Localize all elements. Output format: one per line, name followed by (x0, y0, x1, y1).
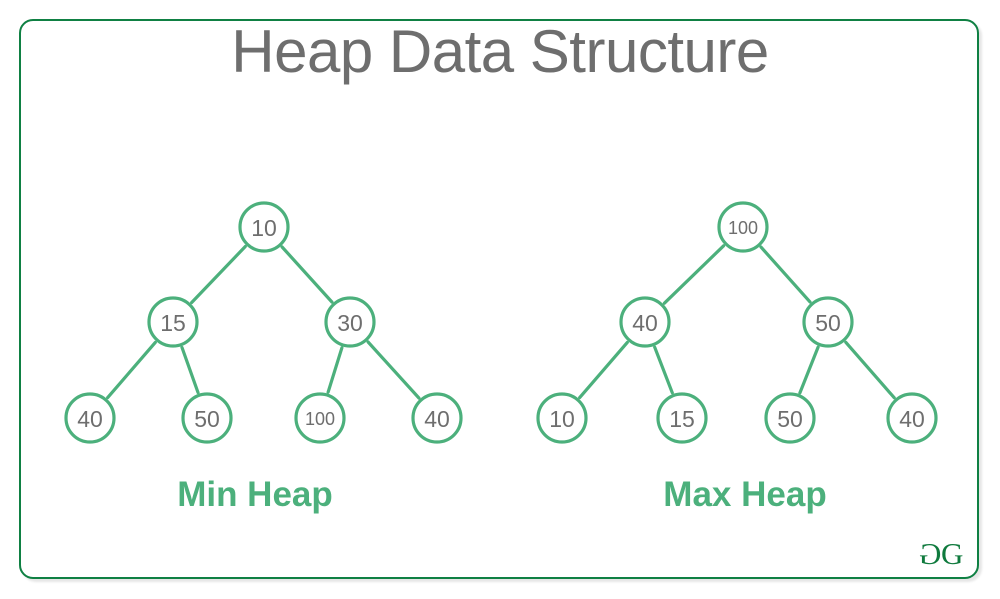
node-circle (294, 392, 346, 444)
node-label: 50 (815, 310, 841, 336)
node-label: 100 (728, 218, 758, 238)
node-label: 50 (194, 406, 220, 432)
node-circle (181, 392, 233, 444)
tree-node[interactable]: 10 (238, 201, 290, 253)
tree-node[interactable]: 50 (802, 296, 854, 348)
node-label: 15 (160, 310, 186, 336)
geeksforgeeks-logo: GG (905, 534, 977, 574)
tree-node[interactable]: 40 (411, 392, 463, 444)
node-circle (238, 201, 290, 253)
tree-edge (190, 244, 247, 305)
tree-edge (106, 340, 157, 400)
node-circle (619, 296, 671, 348)
node-circle (802, 296, 854, 348)
tree-edge (653, 345, 674, 395)
tree-node[interactable]: 15 (656, 392, 708, 444)
tree-edge (366, 340, 421, 400)
node-circle (147, 296, 199, 348)
node-circle (764, 392, 816, 444)
tree-node[interactable]: 100 (717, 201, 769, 253)
node-circle (536, 392, 588, 444)
tree-edge (180, 345, 200, 395)
tree-node[interactable]: 40 (886, 392, 938, 444)
tree-edge (844, 340, 896, 400)
node-label: 100 (305, 409, 335, 429)
tree-node[interactable]: 40 (619, 296, 671, 348)
node-label: 30 (337, 310, 363, 336)
node-label: 40 (77, 406, 103, 432)
node-circle (411, 392, 463, 444)
tree-node[interactable]: 50 (181, 392, 233, 444)
page-title: Heap Data Structure (231, 18, 769, 85)
tree-node[interactable]: 40 (64, 392, 116, 444)
tree-edge (798, 345, 820, 395)
min-heap-caption: Min Heap (177, 475, 333, 514)
node-circle (656, 392, 708, 444)
node-circle (64, 392, 116, 444)
node-label: 10 (251, 215, 277, 241)
node-circle (324, 296, 376, 348)
tree-edge (662, 244, 726, 305)
node-label: 50 (777, 406, 803, 432)
node-label: 15 (669, 406, 695, 432)
tree-node[interactable]: 50 (764, 392, 816, 444)
logo-glyph-right: G (941, 536, 963, 571)
max-heap-caption: Max Heap (663, 475, 827, 514)
tree-edge (578, 340, 629, 400)
node-circle (886, 392, 938, 444)
node-label: 40 (899, 406, 925, 432)
tree-node[interactable]: 100 (294, 392, 346, 444)
tree-edge (280, 245, 334, 304)
node-label: 10 (549, 406, 575, 432)
tree-node[interactable]: 15 (147, 296, 199, 348)
node-label: 40 (632, 310, 658, 336)
tree-node[interactable]: 30 (324, 296, 376, 348)
tree-node[interactable]: 10 (536, 392, 588, 444)
node-label: 40 (424, 406, 450, 432)
max-heap-tree: 100 40 50 10 15 50 40 (536, 201, 938, 444)
logo-glyph-left: G (919, 536, 941, 571)
tree-edge (759, 245, 812, 304)
min-heap-tree: 10 15 30 40 50 100 40 (64, 201, 463, 444)
node-circle (717, 201, 769, 253)
tree-edge (326, 346, 344, 394)
